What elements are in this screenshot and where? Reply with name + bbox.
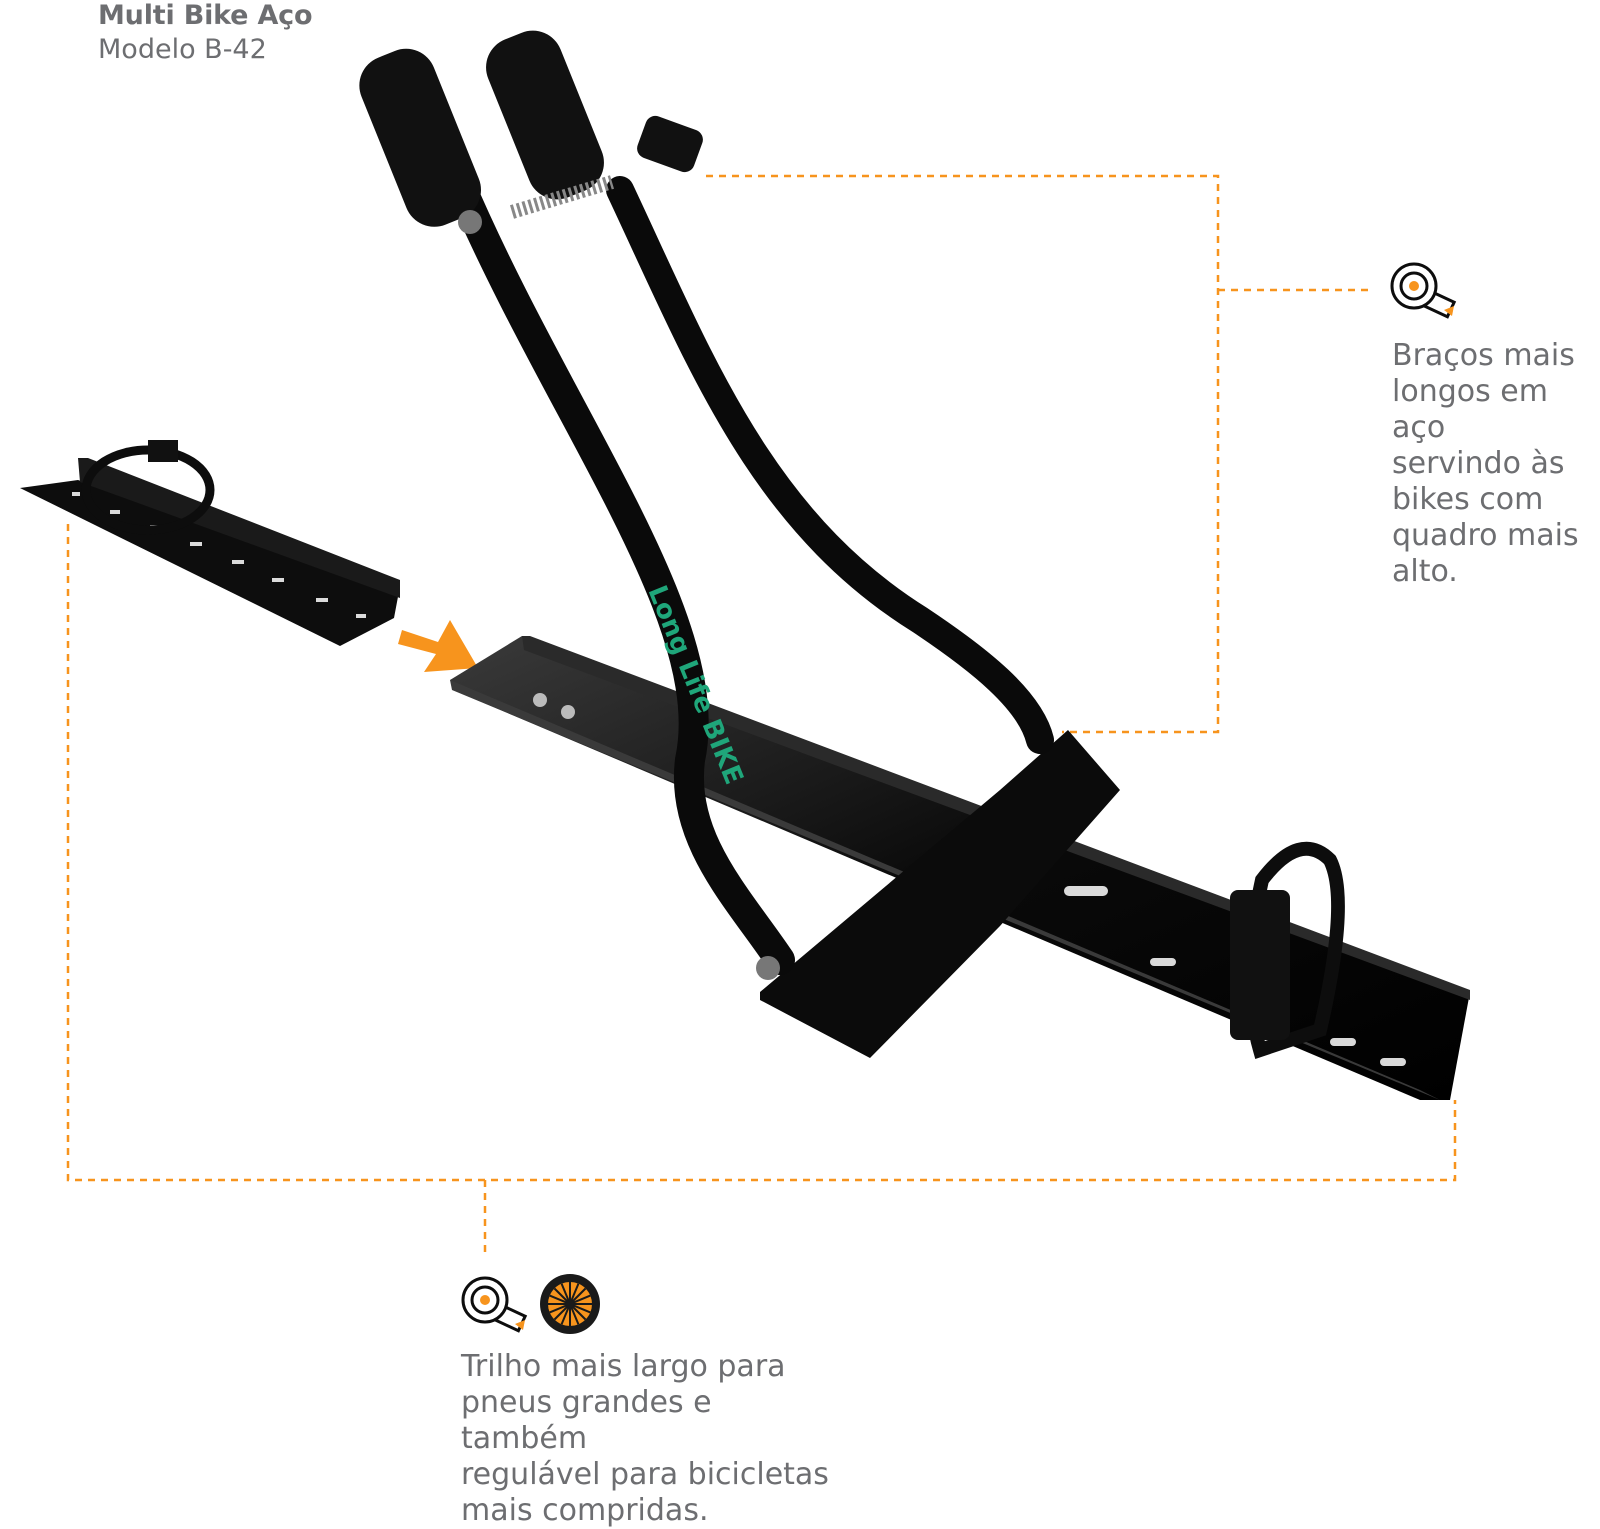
- callout-line: servindo às: [1392, 446, 1565, 481]
- extension-rail: [20, 440, 400, 646]
- callout-lines: [66, 174, 1457, 1258]
- rail-callout: Trilho mais largo para pneus grandes e t…: [461, 1349, 841, 1529]
- callout-line: Braços mais: [1392, 338, 1575, 373]
- product-illustration: Long Life BIKE: [20, 30, 1470, 1334]
- base-bracket: [760, 730, 1120, 1058]
- callout-line: pneus grandes e também: [461, 1385, 712, 1456]
- bike-wheel-icon: [540, 1274, 600, 1334]
- product-title: Multi Bike Aço: [98, 0, 313, 31]
- callout-line: regulável para bicicletas: [461, 1457, 829, 1492]
- callout-line: quadro mais: [1392, 518, 1579, 553]
- long-arms: [443, 165, 1054, 975]
- measuring-tape-icon: [1390, 262, 1457, 319]
- callout-line: bikes com: [1392, 482, 1544, 517]
- product-model: Modelo B-42: [98, 34, 267, 65]
- callout-line: longos em aço: [1392, 374, 1548, 445]
- callout-line: Trilho mais largo para: [461, 1349, 786, 1384]
- arms-callout: Braços mais longos em aço servindo às bi…: [1392, 338, 1600, 590]
- insert-arrow-icon: [398, 620, 478, 672]
- measuring-tape-icon: [461, 1276, 528, 1333]
- callout-line: alto.: [1392, 554, 1458, 589]
- wheel-clamp: [359, 30, 703, 234]
- pivot-bolt: [756, 956, 780, 980]
- callout-line: mais compridas.: [461, 1493, 709, 1528]
